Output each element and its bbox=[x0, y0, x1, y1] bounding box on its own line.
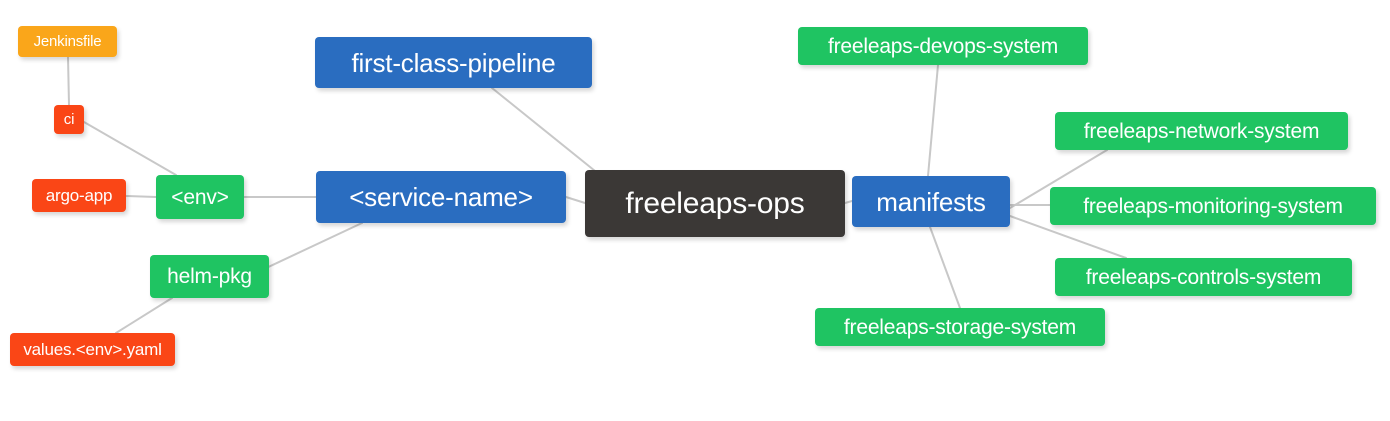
mindmap-node-label: <service-name> bbox=[349, 182, 533, 212]
mindmap-node-label: manifests bbox=[876, 186, 986, 217]
mindmap-node-label: <env> bbox=[171, 185, 229, 209]
mindmap-edge bbox=[67, 56, 70, 106]
mindmap-edge bbox=[115, 297, 173, 334]
mindmap-node-freeleaps-devops-system[interactable]: freeleaps-devops-system bbox=[798, 27, 1088, 65]
mindmap-node-label: Jenkinsfile bbox=[33, 33, 102, 50]
mindmap-node-freeleaps-ops[interactable]: freeleaps-ops bbox=[585, 170, 845, 237]
mindmap-edge bbox=[929, 226, 961, 309]
mindmap-node-label: freeleaps-monitoring-system bbox=[1083, 194, 1343, 218]
mindmap-node-helm-pkg[interactable]: helm-pkg bbox=[150, 255, 269, 298]
mindmap-node-freeleaps-monitoring-system[interactable]: freeleaps-monitoring-system bbox=[1050, 187, 1376, 225]
mindmap-edge bbox=[491, 87, 601, 176]
mindmap-node-ci[interactable]: ci bbox=[54, 105, 84, 134]
mindmap-node-first-class-pipeline[interactable]: first-class-pipeline bbox=[315, 37, 592, 88]
mindmap-node-label: freeleaps-devops-system bbox=[828, 34, 1058, 58]
mindmap-node-values-env-yaml[interactable]: values.<env>.yaml bbox=[10, 333, 175, 366]
mindmap-node-label: values.<env>.yaml bbox=[23, 340, 162, 359]
mindmap-edge bbox=[125, 195, 157, 198]
mindmap-edge bbox=[844, 200, 853, 204]
mindmap-node-label: first-class-pipeline bbox=[351, 47, 556, 78]
mindmap-node-label: freeleaps-controls-system bbox=[1085, 265, 1322, 289]
mindmap-node-label: helm-pkg bbox=[167, 265, 252, 288]
mindmap-node-env[interactable]: <env> bbox=[156, 175, 244, 219]
mindmap-node-freeleaps-storage-system[interactable]: freeleaps-storage-system bbox=[815, 308, 1105, 346]
mindmap-node-jenkinsfile[interactable]: Jenkinsfile bbox=[18, 26, 117, 57]
mindmap-edge bbox=[927, 64, 939, 177]
mindmap-node-freeleaps-controls-system[interactable]: freeleaps-controls-system bbox=[1055, 258, 1352, 296]
mindmap-node-freeleaps-network-system[interactable]: freeleaps-network-system bbox=[1055, 112, 1348, 150]
mindmap-edge bbox=[83, 121, 177, 176]
mindmap-node-label: freeleaps-ops bbox=[625, 186, 805, 220]
mindmap-node-label: argo-app bbox=[45, 186, 113, 205]
mindmap-node-label: ci bbox=[63, 111, 75, 128]
mindmap-node-label: freeleaps-network-system bbox=[1083, 119, 1320, 143]
mindmap-node-service-name[interactable]: <service-name> bbox=[316, 171, 566, 223]
mindmap-node-manifests[interactable]: manifests bbox=[852, 176, 1010, 227]
mindmap-edge bbox=[565, 196, 586, 204]
mindmap-node-argo-app[interactable]: argo-app bbox=[32, 179, 126, 212]
mindmap-node-label: freeleaps-storage-system bbox=[843, 315, 1077, 339]
